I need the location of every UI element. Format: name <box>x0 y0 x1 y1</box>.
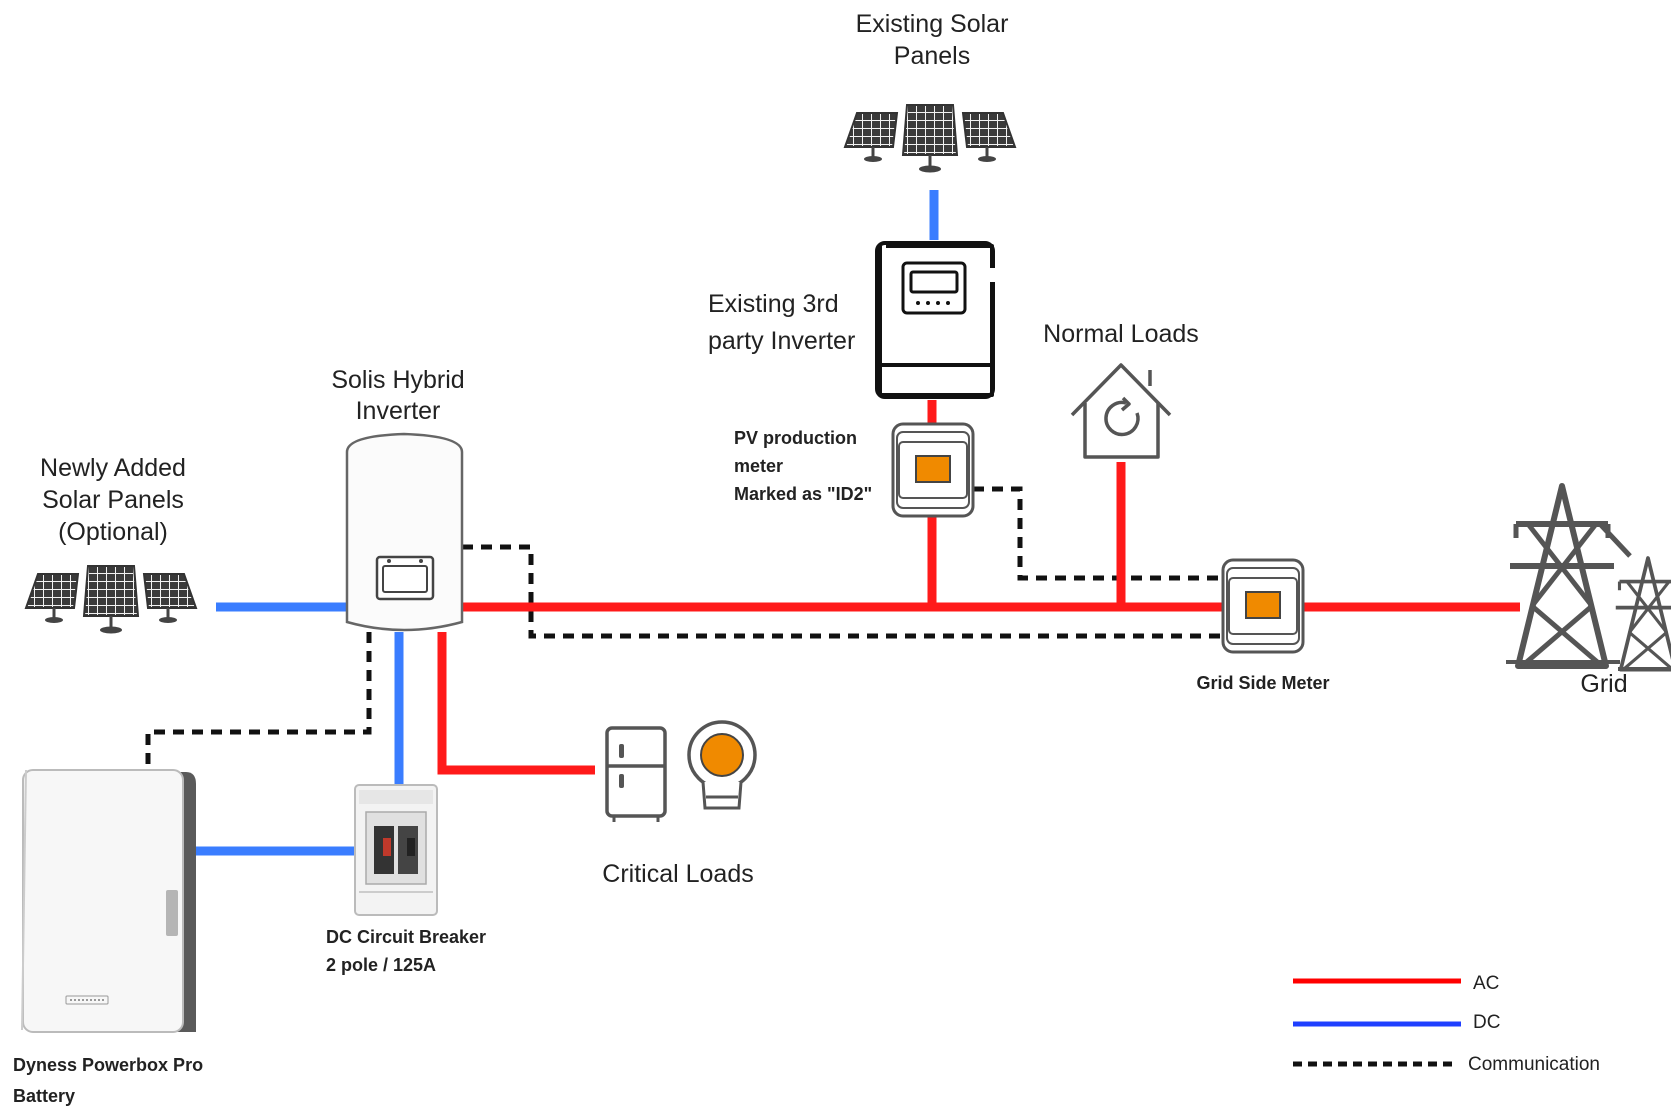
existing-inverter-label-2: party Inverter <box>708 327 855 355</box>
new-solar-label-2: Solar Panels <box>42 486 184 514</box>
newly-added-solar-panels: Newly Added Solar Panels (Optional) <box>24 454 198 635</box>
solis-inverter-label-1: Solis Hybrid <box>331 366 464 394</box>
legend-item-ac: AC <box>1293 973 1499 994</box>
legend-item-communication: Communication <box>1293 1054 1600 1075</box>
existing-inverter-label-1: Existing 3rd <box>708 290 839 318</box>
grid: Grid <box>1506 486 1671 698</box>
legend-dc-label: DC <box>1473 1012 1500 1033</box>
grid-label: Grid <box>1580 670 1627 698</box>
battery-label-2: Battery <box>13 1086 75 1106</box>
comm-inverter-battery <box>145 632 372 765</box>
normal-loads-label: Normal Loads <box>1043 320 1199 348</box>
existing-solar-panels: Existing Solar Panels <box>843 10 1017 174</box>
pv-production-meter: PV production meter Marked as "ID2" <box>734 422 975 518</box>
dc-circuit-breaker: DC Circuit Breaker 2 pole / 125A <box>326 784 486 975</box>
existing-inverter-icon <box>875 241 999 399</box>
new-solar-label-3: (Optional) <box>58 518 168 546</box>
existing-solar-label-2: Panels <box>894 42 970 70</box>
battery-label-1: Dyness Powerbox Pro <box>13 1055 203 1075</box>
critical-loads: Critical Loads <box>602 720 757 888</box>
power-tower-icon <box>1506 486 1671 672</box>
legend: AC DC Communication <box>1293 973 1600 1075</box>
dc-lines <box>190 190 939 856</box>
pv-meter-label-1: PV production <box>734 428 857 448</box>
existing-inverter: Existing 3rd party Inverter <box>708 241 999 399</box>
dc-breaker-label-1: DC Circuit Breaker <box>326 927 486 947</box>
existing-solar-panels-icon <box>843 103 1017 174</box>
new-solar-label-1: Newly Added <box>40 454 186 482</box>
pv-meter-icon <box>891 422 975 518</box>
critical-loads-label: Critical Loads <box>602 860 753 888</box>
pv-meter-label-3: Marked as "ID2" <box>734 484 872 504</box>
legend-item-dc: DC <box>1293 1012 1500 1033</box>
pv-meter-label-2: meter <box>734 456 783 476</box>
communication-lines <box>145 486 1228 765</box>
light-bulb-icon <box>687 720 757 810</box>
dc-breaker-label-2: 2 pole / 125A <box>326 955 436 975</box>
new-solar-panels-icon <box>24 564 198 635</box>
existing-solar-label-1: Existing Solar <box>856 10 1009 38</box>
house-icon <box>1070 363 1172 459</box>
fridge-icon <box>605 726 667 822</box>
legend-communication-label: Communication <box>1468 1054 1600 1075</box>
solis-hybrid-inverter: Solis Hybrid Inverter <box>331 366 465 632</box>
dc-breaker-icon <box>354 784 438 916</box>
dyness-battery: Dyness Powerbox Pro Battery <box>13 769 203 1106</box>
comm-pv-meter-grid-meter <box>973 486 1228 581</box>
grid-meter-label: Grid Side Meter <box>1196 673 1329 693</box>
grid-meter-icon <box>1221 558 1305 654</box>
comm-inverter-grid-meter <box>462 544 1228 639</box>
battery-icon <box>21 769 196 1033</box>
solis-inverter-icon <box>345 432 464 632</box>
grid-side-meter: Grid Side Meter <box>1196 558 1330 693</box>
solis-inverter-label-2: Inverter <box>356 397 441 425</box>
ac-critical-loads <box>437 632 595 775</box>
ac-lines <box>437 400 1520 775</box>
normal-loads: Normal Loads <box>1043 320 1199 459</box>
legend-ac-label: AC <box>1473 973 1499 994</box>
